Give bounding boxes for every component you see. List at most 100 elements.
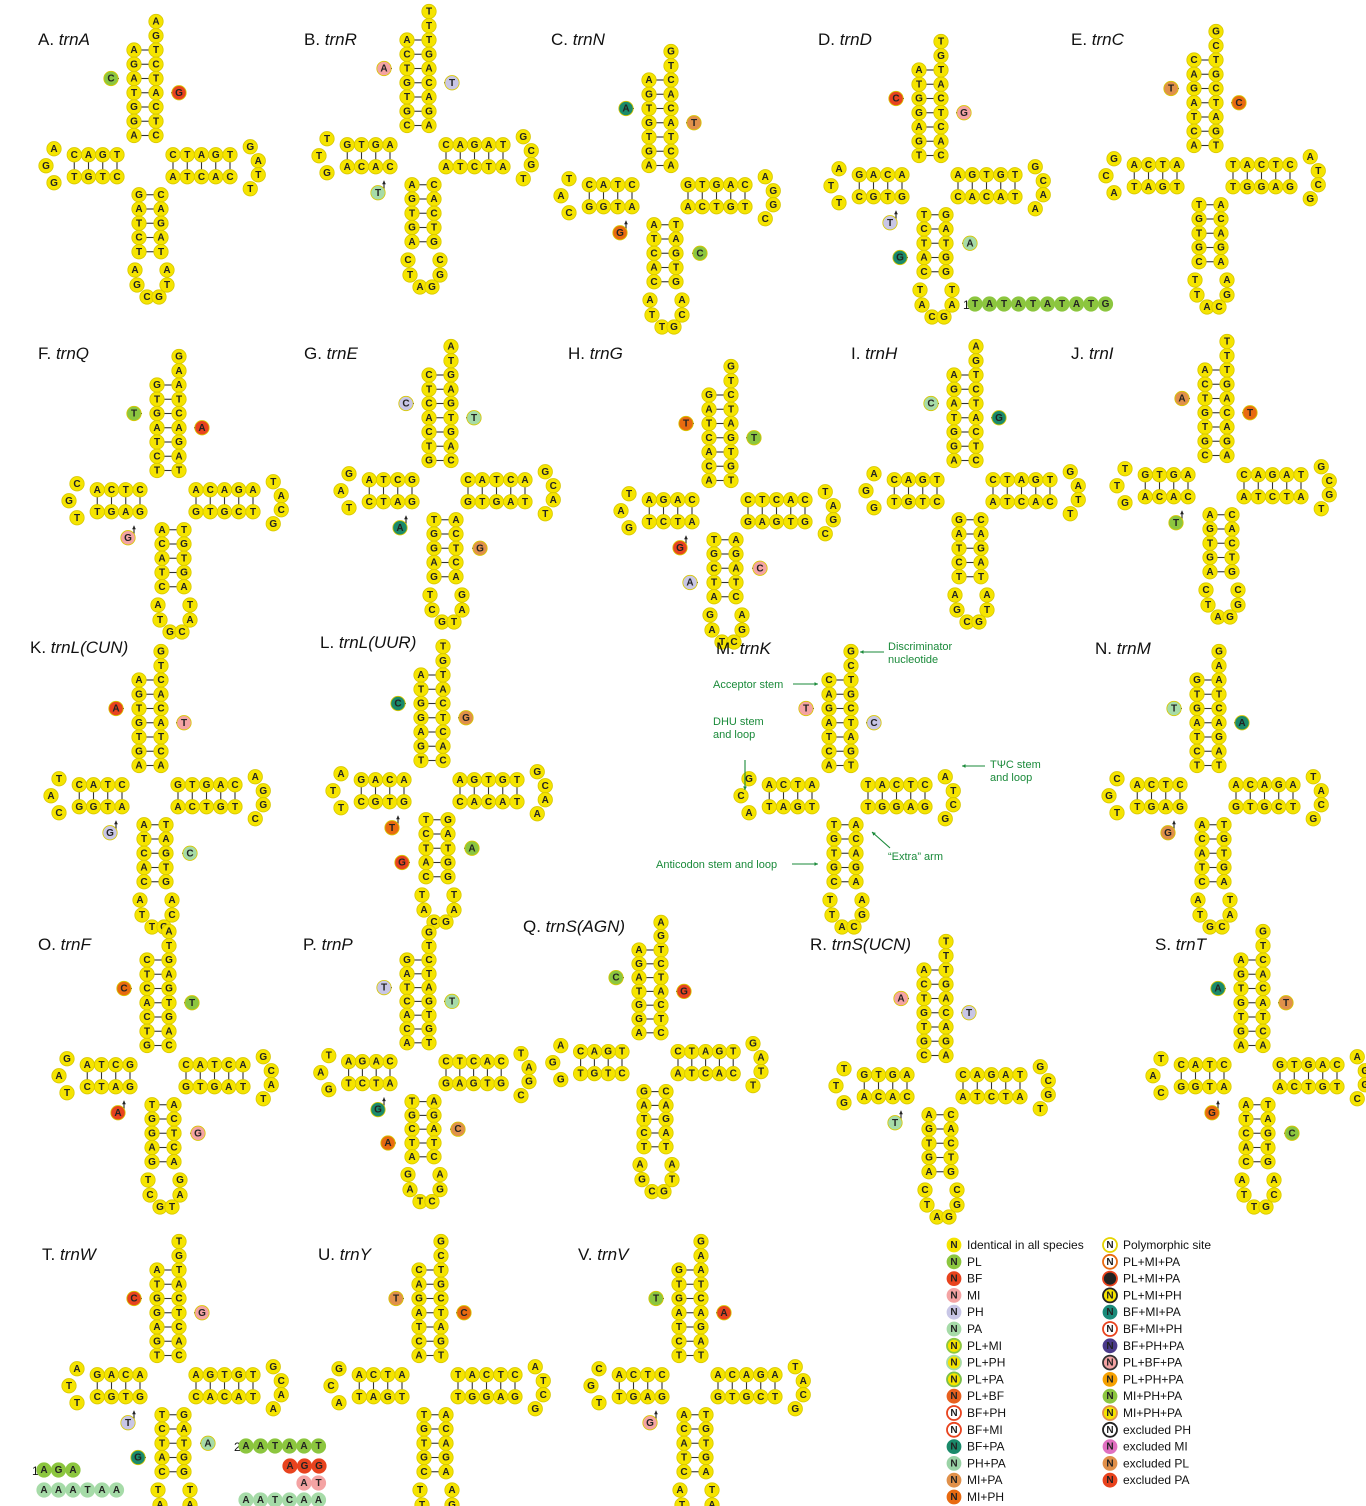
- nucleotide-base: T: [232, 802, 238, 813]
- nucleotide-base: T: [1012, 192, 1018, 203]
- nucleotide-base: T: [1265, 1100, 1271, 1111]
- nucleotide-base: G: [941, 814, 949, 825]
- nucleotide-base: T: [346, 503, 352, 514]
- nucleotide-base: T: [1265, 1143, 1271, 1154]
- nucleotide-base: G: [1262, 1202, 1270, 1213]
- nucleotide-base: G: [684, 180, 692, 191]
- nucleotide-base: A: [942, 1022, 949, 1033]
- nucleotide-base: G: [436, 270, 444, 281]
- nucleotide-base: A: [954, 170, 961, 181]
- insertion-base: T: [1030, 299, 1036, 310]
- nucleotide-base: A: [1190, 141, 1197, 152]
- nucleotide-base: G: [743, 1392, 751, 1403]
- nucleotide-base: C: [437, 1251, 444, 1262]
- nucleotide-base: T: [596, 1398, 602, 1409]
- nucleotide-base: C: [140, 877, 147, 888]
- nucleotide-base: A: [1203, 302, 1210, 313]
- nucleotide-base: G: [130, 102, 138, 113]
- nucleotide-base: T: [848, 718, 854, 729]
- nucleotide-base: T: [426, 941, 432, 952]
- nucleotide-base: A: [1201, 365, 1208, 376]
- legend-label: BF: [967, 1272, 982, 1286]
- nucleotide-base: A: [542, 795, 549, 806]
- nucleotide-base: C: [358, 797, 365, 808]
- nucleotide: [1310, 177, 1326, 193]
- nucleotide-base: A: [662, 1100, 669, 1111]
- nucleotide-base: G: [153, 1294, 161, 1305]
- panel-letter: I.: [851, 344, 865, 363]
- nucleotide-base: G: [675, 1265, 683, 1276]
- nucleotide-base: A: [879, 780, 886, 791]
- nucleotide-base: T: [438, 1308, 444, 1319]
- nucleotide-base: A: [950, 456, 957, 467]
- nucleotide-base: G: [1234, 600, 1242, 611]
- nucleotide-base: C: [1326, 476, 1333, 487]
- nucleotide: [242, 181, 258, 197]
- nucleotide-base: A: [905, 475, 912, 486]
- nucleotide-base: A: [972, 413, 979, 424]
- nucleotide-base: T: [615, 202, 621, 213]
- nucleotide-base: A: [471, 797, 478, 808]
- nucleotide: [916, 264, 932, 280]
- nucleotide-base: T: [803, 704, 809, 715]
- nucleotide-base: G: [415, 1294, 423, 1305]
- nucleotide-base: G: [408, 223, 416, 234]
- nucleotide-base: G: [428, 282, 436, 293]
- nucleotide-base: G: [398, 858, 406, 869]
- nucleotide-base: G: [235, 485, 243, 496]
- nucleotide-base: A: [186, 615, 193, 626]
- nucleotide-base: T: [1213, 55, 1219, 66]
- nucleotide-base: A: [158, 1453, 165, 1464]
- nucleotide-base: G: [1121, 498, 1129, 509]
- nucleotide-base: T: [187, 600, 193, 611]
- nucleotide-base: T: [375, 188, 381, 199]
- nucleotide-base: A: [1217, 257, 1224, 268]
- nucleotide-base: G: [1243, 182, 1251, 193]
- nucleotide-base: T: [1298, 470, 1304, 481]
- nucleotide-base: C: [680, 1424, 687, 1435]
- nucleotide-base: C: [108, 485, 115, 496]
- nucleotide: [222, 169, 238, 185]
- nucleotide-base: A: [889, 1092, 896, 1103]
- nucleotide-base: G: [1217, 243, 1225, 254]
- nucleotide-base: G: [905, 497, 913, 508]
- nucleotide-base: T: [409, 1138, 415, 1149]
- nucleotide-base: A: [534, 809, 541, 820]
- nucleotide-base: A: [650, 220, 657, 231]
- nucleotide-base: G: [470, 775, 478, 786]
- nucleotide-base: C: [697, 1294, 704, 1305]
- nucleotide-base: T: [636, 986, 642, 997]
- nucleotide-base: G: [75, 802, 83, 813]
- nucleotide-base: C: [1102, 171, 1109, 182]
- nucleotide-base: A: [557, 1041, 564, 1052]
- nucleotide-base: G: [136, 507, 144, 518]
- legend-label: BF+PA: [967, 1440, 1004, 1454]
- nucleotide-base: G: [1159, 182, 1167, 193]
- nucleotide: [151, 289, 167, 305]
- nucleotide-base: C: [705, 461, 712, 472]
- panel-gene-name: trnL(UUR): [339, 633, 416, 652]
- nucleotide: [851, 189, 867, 205]
- nucleotide: [495, 159, 511, 175]
- panel-label-s: S. trnT: [1155, 935, 1208, 954]
- nucleotide-base: A: [1149, 1071, 1156, 1082]
- nucleotide-base: A: [47, 791, 54, 802]
- nucleotide-base: A: [153, 1265, 160, 1276]
- nucleotide-base: A: [425, 92, 432, 103]
- nucleotide-base: T: [94, 507, 100, 518]
- nucleotide-base: G: [847, 689, 855, 700]
- nucleotide-base: T: [159, 568, 165, 579]
- nucleotide-base: C: [937, 151, 944, 162]
- nucleotide-base: G: [99, 150, 107, 161]
- nucleotide-base: G: [727, 461, 735, 472]
- nucleotide-base: T: [417, 1485, 423, 1496]
- nucleotide-base: T: [1221, 820, 1227, 831]
- panel-letter: C.: [551, 30, 573, 49]
- nucleotide-base: C: [825, 675, 832, 686]
- nucleotide-base: C: [1291, 1082, 1298, 1093]
- nucleotide-base: T: [418, 684, 424, 695]
